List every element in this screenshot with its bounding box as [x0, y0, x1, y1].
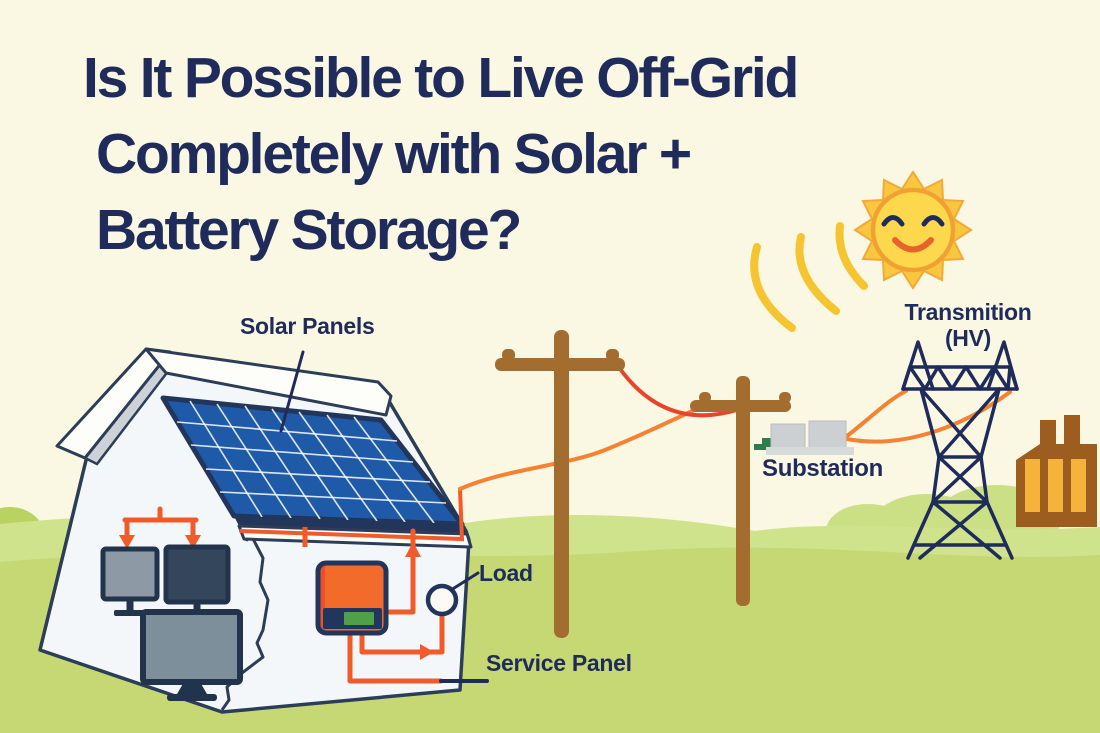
- factory-icon: [1016, 415, 1097, 527]
- title-line-2: Completely with Solar +: [96, 122, 692, 186]
- arrowhead: [119, 535, 135, 549]
- transmission-label-line-2: (HV): [944, 325, 992, 351]
- load-label: Load: [479, 560, 533, 586]
- inverter-icon: [315, 560, 389, 636]
- substation-label: Substation: [762, 455, 883, 482]
- branch-arrow: [122, 506, 199, 539]
- substation-icon: [754, 420, 854, 455]
- sun-icon: [853, 170, 973, 290]
- solar-panels-pointer: [279, 350, 305, 433]
- utility-pole-icon: [495, 330, 625, 638]
- transmission-label-line-1: Transmition: [904, 299, 1032, 325]
- solar-panels-label: Solar Panels: [240, 313, 375, 339]
- cutaway-edge: [220, 531, 270, 711]
- title-line-3: Battery Storage?: [96, 198, 522, 262]
- transmission-tower-icon: [901, 340, 1019, 560]
- tv-icon: [140, 609, 243, 701]
- roof-ridge: [144, 347, 393, 417]
- load-pointer: [449, 571, 480, 592]
- title-line-1: Is It Possible to Live Off-Grid: [83, 46, 799, 110]
- panel-wire-trim: [239, 487, 465, 542]
- arrowhead-up: [405, 542, 421, 557]
- arrowhead: [185, 535, 201, 549]
- sun-rays-icon: [750, 222, 868, 332]
- transmission-label: Transmition (HV): [898, 299, 1038, 351]
- monitor-icon: [100, 546, 160, 616]
- service-panel-label: Service Panel: [486, 650, 632, 676]
- sun-face: [881, 215, 945, 253]
- infographic-title: Is It Possible to Live Off-Grid Complete…: [83, 40, 799, 268]
- arrowhead-right: [420, 644, 434, 660]
- interior-wires: [347, 528, 445, 684]
- utility-pole-icon-2: [690, 376, 791, 606]
- load-node-icon: [425, 583, 459, 617]
- solar-panel-icon: [160, 395, 467, 534]
- label-pointers: [279, 350, 489, 683]
- house-interior: [100, 506, 459, 701]
